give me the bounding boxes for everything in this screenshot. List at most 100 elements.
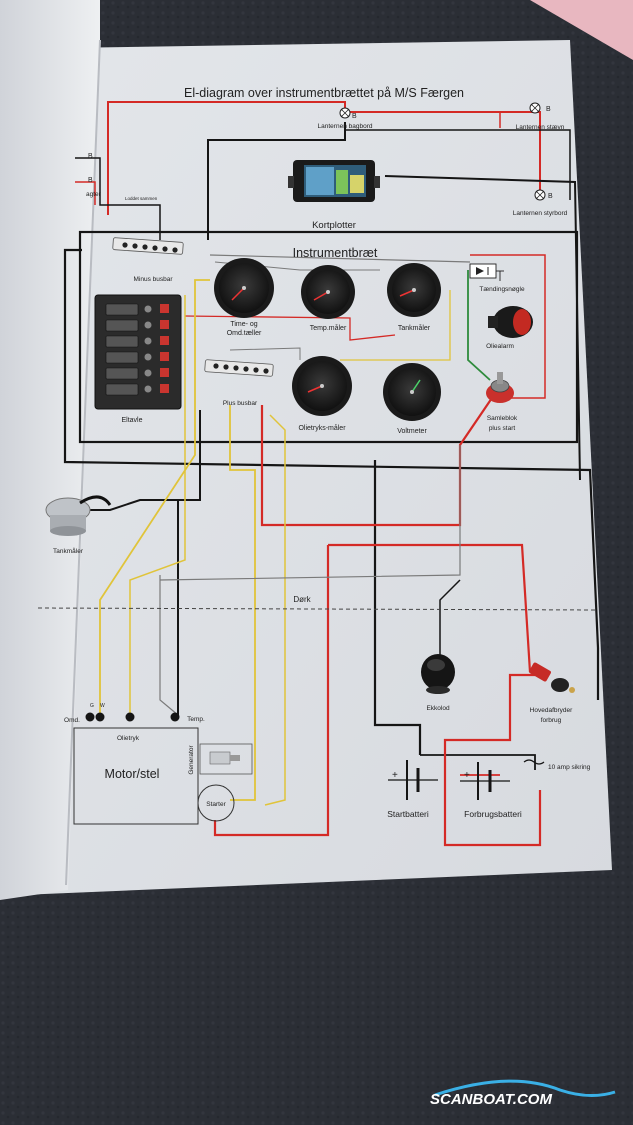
wire-black-lantern [207,122,346,240]
label-g: G [90,703,94,709]
folder-corner [530,0,633,60]
lantern-agter-fragment: B B agter Loddet sammen [86,153,158,201]
scanboat-watermark: SCANBOAT.COM [430,1079,616,1108]
label-eltavle: Eltavle [121,417,142,424]
label-samleblok-1: Samleblok [487,415,518,422]
b-marker-agter-2: B [88,177,93,184]
label-startbatteri: Startbatteri [387,809,429,819]
minus-busbar: Minus busbar [112,237,184,283]
wire-yellow-4 [129,295,186,715]
wire-grey-1 [159,445,461,581]
label-lantern-staevn: Lanternen stævn [516,124,565,131]
label-ekkolod: Ekkolod [426,705,450,712]
b-marker-staevn: B [546,106,551,113]
b-marker-bagbord: B [352,113,357,120]
wire-yellow-1 [99,279,210,715]
wire-black-lantern-2 [345,129,571,200]
instrument-panel-frame [78,230,579,444]
label-plus-forbrug: + [464,770,470,781]
label-lantern-styrbord: Lanternen styrbord [513,210,568,217]
wire-green [467,270,491,381]
wire-red-samleblok [470,254,546,399]
motor-block: Olietryk Motor/stel Generator [73,727,199,825]
label-taendingsnogle: Tændingsnøgle [479,286,525,293]
label-instrumentbraet: Instrumentbræt [293,246,378,260]
lantern-bagbord: B Lanternen bagbord [318,107,373,130]
label-olietryks-maaler: Olietryks-måler [298,424,346,432]
label-tankmaaler: Tankmåler [398,324,431,332]
oliealarm: Oliealarm [486,306,533,350]
wire-red-starter [213,545,330,837]
wire-yellow-3 [264,414,286,806]
label-sikring: 10 amp sikring [548,764,591,771]
wire-grey-panel [209,254,471,263]
hovedafbryder: Hovedafbryder forbrug [529,662,575,724]
wire-grey-panel-3 [229,347,301,360]
dork-label: Dørk [293,595,311,604]
plus-busbar: Plus busbar [204,359,274,407]
wire-red-main [328,543,532,673]
wire-red-hovedafbryder [443,673,542,847]
gauge-olietryk: Olietryks-måler [292,356,352,432]
label-samleblok-2: plus start [489,425,516,432]
label-hovedafbryder-2: forbrug [541,717,562,724]
label-forbrugsbatteri: Forbrugsbatteri [464,809,522,819]
wire-red-dash [184,315,396,341]
lantern-styrbord: B Lanternen styrbord [513,189,568,217]
label-kortplotter: Kortplotter [312,220,356,231]
starter: Starter [197,784,235,822]
label-generator: Generator [188,745,195,775]
label-hovedafbryder-1: Hovedafbryder [530,707,573,714]
label-minus-busbar: Minus busbar [133,276,173,283]
label-time-omd-2: Omd.tæller [227,330,262,337]
label-plus-busbar: Plus busbar [223,400,258,407]
wire-black-battery-link [420,754,536,770]
wire-yellow-2 [229,405,256,801]
wire-grey-2 [159,575,179,716]
label-temp-maaler: Temp.måler [310,324,347,332]
wire-black-main [63,248,600,700]
label-tankmaaler-sender: Tankmåler [53,547,84,555]
label-starter: Starter [206,801,226,808]
wire-black-plotter [384,175,581,481]
eltavle: Eltavle [94,294,182,424]
diagram-title: El-diagram over instrumentbrættet på M/S… [184,86,464,100]
label-oliealarm: Oliealarm [486,343,514,350]
samleblok: Samleblok plus start [486,372,518,432]
wire-agter-red [75,181,96,205]
gauge-time-omd: Time- og Omd.tæller [214,258,274,337]
label-plus-start: + [392,770,398,781]
tank-sender: Tankmåler [45,495,112,555]
label-olietryk: Olietryk [117,735,140,742]
taendingsnogle: Tændingsnøgle [469,263,525,293]
dork-line [37,607,599,611]
kortplotter: Kortplotter [288,160,380,231]
watermark-text: SCANBOAT.COM [430,1091,552,1108]
label-agter: agter [86,191,102,198]
wire-red-lantern [107,101,541,215]
wire-yellow-panel [340,290,451,361]
wire-black-tank [75,499,200,511]
b-marker-agter: B [88,153,93,160]
forbrugsbatteri: + Forbrugsbatteri [460,762,522,819]
label-voltmeter: Voltmeter [397,428,427,435]
wire-black-battery [373,460,422,755]
generator-part [199,743,253,775]
label-time-omd-1: Time- og [230,321,257,328]
label-loddet-sammen: Loddet sammen [125,196,158,201]
label-temp: Temp. [187,716,205,723]
label-omd: Omd. [64,717,80,724]
ekkolod: Ekkolod [421,654,455,712]
label-lantern-bagbord: Lanternen bagbord [318,123,373,130]
gauge-voltmeter: Voltmeter [383,363,441,435]
wire-agter [75,157,161,240]
lantern-staevn: B Lanternen stævn [516,102,565,131]
gauge-temp: Temp.måler [301,265,355,332]
engine-terminals: G W Omd. Temp. [64,703,205,724]
gauge-tank: Tankmåler [387,263,441,332]
startbatteri: + Startbatteri [387,760,438,819]
fuse: 10 amp sikring [523,759,591,771]
wire-red-stern [345,111,501,128]
label-w: W [100,703,105,709]
